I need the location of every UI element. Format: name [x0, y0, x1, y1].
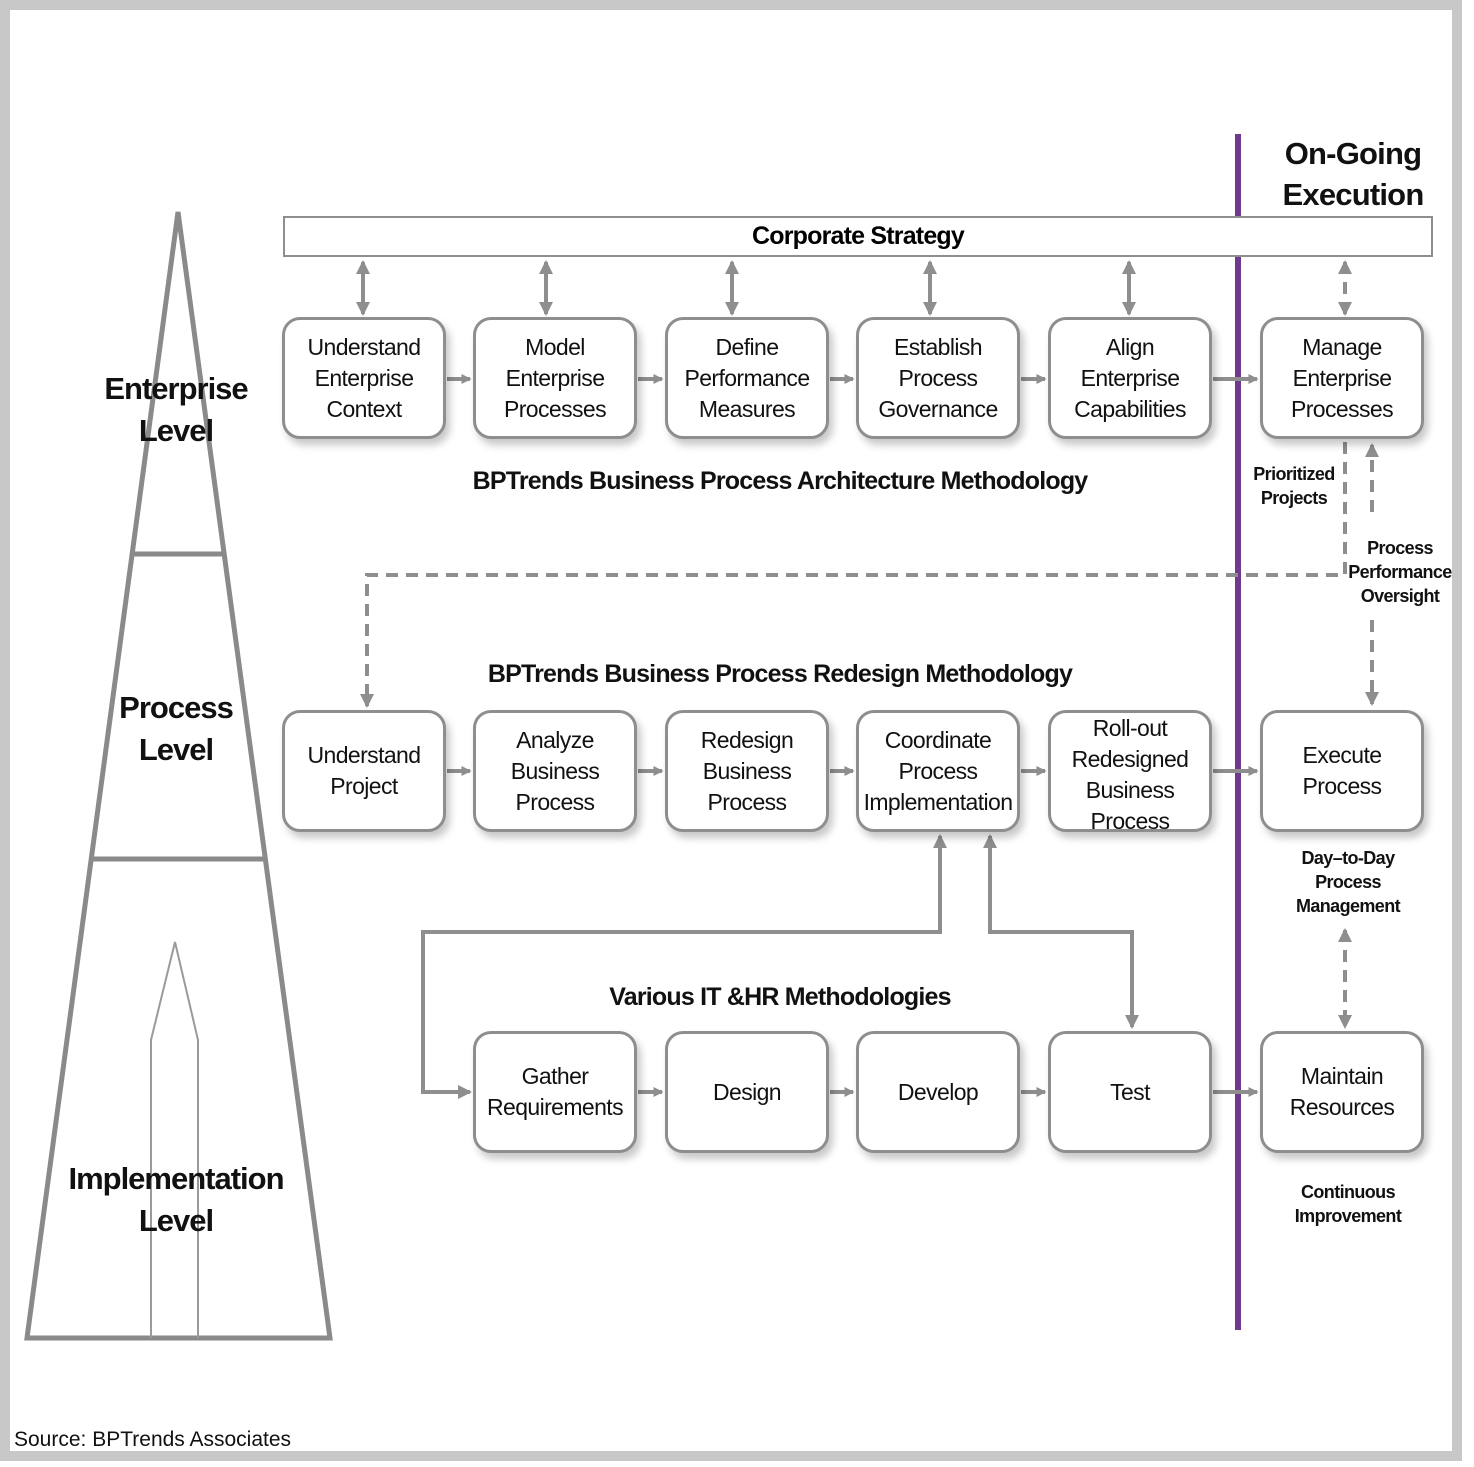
corporate-strategy-bar: Corporate Strategy	[283, 216, 1433, 257]
step-text: Business	[1085, 777, 1175, 803]
step-text: Roll-out	[1092, 715, 1168, 741]
corporate-strategy-label: Corporate Strategy	[751, 222, 965, 250]
note-line: Improvement	[1294, 1206, 1402, 1226]
step-text: Business	[510, 757, 600, 784]
enterprise-level-label: Enterprise Level	[90, 368, 262, 452]
step-text: Governance	[878, 395, 998, 422]
step-text: Coordinate	[884, 726, 992, 753]
step-text: Enterprise	[314, 364, 414, 391]
architecture-methodology-label: BPTrends Business Process Architecture M…	[472, 467, 1089, 495]
step-text: Maintain	[1300, 1063, 1384, 1089]
source-attribution: Source: BPTrends Associates	[14, 1428, 292, 1451]
strategy-arrows	[356, 260, 1136, 316]
step-test: Test	[1048, 1031, 1212, 1153]
level-label-line: Implementation	[68, 1161, 284, 1196]
step-text: Test	[1110, 1078, 1150, 1105]
level-label-line: Level	[138, 413, 214, 448]
it-hr-methodologies-label: Various IT &HR Methodologies	[609, 983, 951, 1011]
step-text: Business	[702, 757, 792, 784]
step-text: Process	[898, 364, 978, 391]
note-line: Oversight	[1360, 586, 1440, 606]
ongoing-execution-title: On-Going Execution	[1268, 133, 1438, 215]
redesign-methodology-label: BPTrends Business Process Redesign Metho…	[487, 660, 1073, 688]
step-text: Measures	[698, 395, 796, 422]
step-text: Enterprise	[1292, 364, 1392, 391]
level-pyramid	[24, 211, 333, 1341]
note-line: Process	[1367, 538, 1433, 558]
step-text: Project	[330, 773, 398, 799]
step-text: Resources	[1289, 1094, 1395, 1120]
note-line: Management	[1295, 896, 1401, 916]
level-label-line: Level	[138, 1203, 214, 1238]
requirements-feedback-connector	[421, 834, 947, 1099]
level-label-line: Level	[138, 732, 214, 767]
ongoing-title-line1: On-Going	[1284, 136, 1422, 171]
step-text: Enterprise	[505, 364, 605, 391]
step-text: Process	[1090, 808, 1170, 834]
step-text: Gather	[521, 1063, 589, 1089]
step-text: Redesigned	[1071, 746, 1189, 772]
step-text: Capabilities	[1074, 395, 1186, 422]
ongoing-title-line2: Execution	[1282, 177, 1425, 212]
prioritized-projects-label: Prioritized Projects	[1244, 462, 1344, 510]
step-text: Implementation	[863, 788, 1013, 815]
note-line: Process	[1315, 872, 1381, 892]
step-text: Define	[715, 333, 779, 360]
step-text: Process	[1302, 773, 1382, 799]
step-text: Manage	[1302, 333, 1382, 360]
note-line: Day–to-Day	[1301, 848, 1395, 868]
step-text: Processes	[1291, 395, 1394, 422]
step-text: Model	[525, 333, 585, 360]
step-text: Execute	[1302, 742, 1383, 768]
step-text: Redesign	[700, 726, 794, 753]
day-to-day-management-label: Day–to-Day Process Management	[1288, 846, 1408, 918]
step-text: Performance	[684, 364, 810, 391]
step-text: Context	[326, 395, 402, 422]
step-text: Analyze	[516, 726, 594, 753]
implementation-level-label: Implementation Level	[60, 1158, 292, 1242]
step-text: Align Enterprise	[1080, 333, 1180, 391]
step-text: Process	[515, 788, 595, 815]
note-line: Prioritized	[1253, 464, 1335, 484]
step-text: Processes	[504, 395, 607, 422]
continuous-improvement-label: Continuous Improvement	[1288, 1180, 1408, 1228]
step-text: Design	[713, 1078, 782, 1105]
test-feedback-connector	[983, 834, 1139, 1029]
step-text: Understand	[307, 742, 422, 768]
process-performance-oversight-label: Process Performance Oversight	[1344, 536, 1456, 608]
step-text: Understand	[307, 333, 422, 360]
step-text: Establish	[894, 333, 983, 360]
step-text: Process	[898, 757, 978, 784]
step-text: Process	[707, 788, 787, 815]
prioritized-projects-connector	[360, 442, 1347, 708]
step-text: Develop	[897, 1078, 979, 1105]
step-develop: Develop	[856, 1031, 1020, 1153]
note-line: Projects	[1260, 488, 1328, 508]
pyramid-inner-spire	[150, 941, 199, 1338]
step-design: Design	[665, 1031, 829, 1153]
step-text: Requirements	[487, 1094, 624, 1120]
level-label-line: Process	[119, 690, 234, 725]
note-line: Performance	[1348, 562, 1452, 582]
process-level-label: Process Level	[90, 687, 262, 771]
level-label-line: Enterprise	[104, 371, 248, 406]
note-line: Continuous	[1301, 1182, 1396, 1202]
